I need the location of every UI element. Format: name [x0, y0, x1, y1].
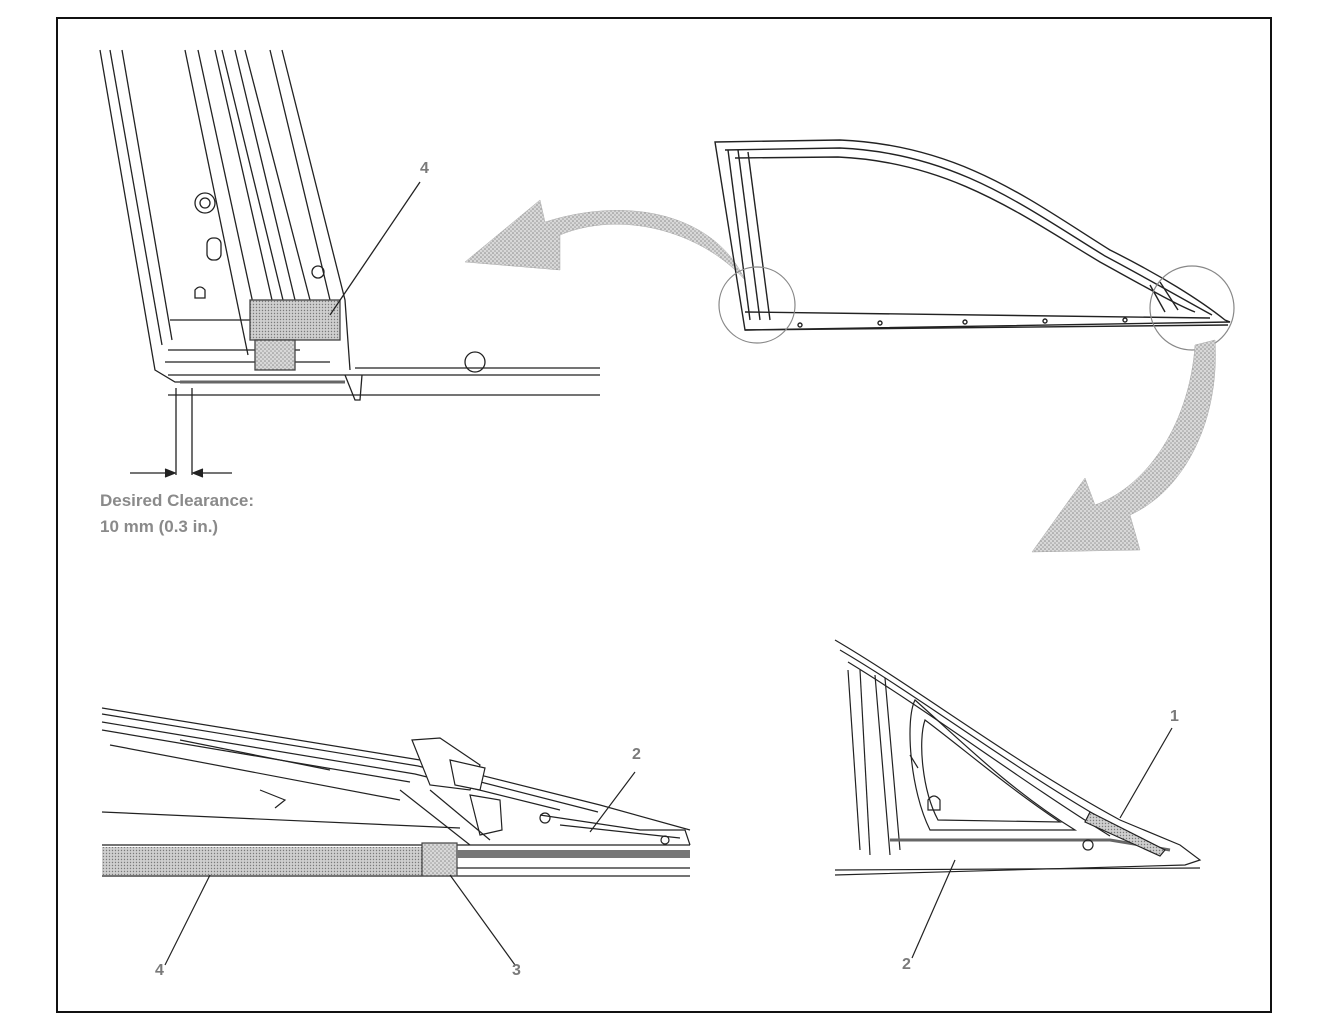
- callout-4-top: 4: [420, 160, 429, 177]
- clearance-title: Desired Clearance:: [100, 491, 255, 510]
- arrow-to-top-left: [464, 199, 746, 281]
- arrow-to-bottom-right: [1031, 339, 1216, 553]
- detail-pillar-view: [99, 49, 600, 478]
- callout-4-bottom-left: 4: [155, 962, 164, 979]
- figure-border: [56, 17, 1272, 1013]
- callout-2-bottom-left: 2: [632, 746, 641, 763]
- detail-sill-view: [101, 707, 691, 966]
- door-window-overview: [714, 139, 1235, 351]
- callout-2-bottom-right: 2: [902, 956, 911, 973]
- clearance-value: 10 mm (0.3 in.): [100, 517, 219, 536]
- callout-1-bottom-right: 1: [1170, 708, 1179, 725]
- detail-corner-view: [834, 639, 1202, 959]
- callout-3-bottom-left: 3: [512, 962, 521, 979]
